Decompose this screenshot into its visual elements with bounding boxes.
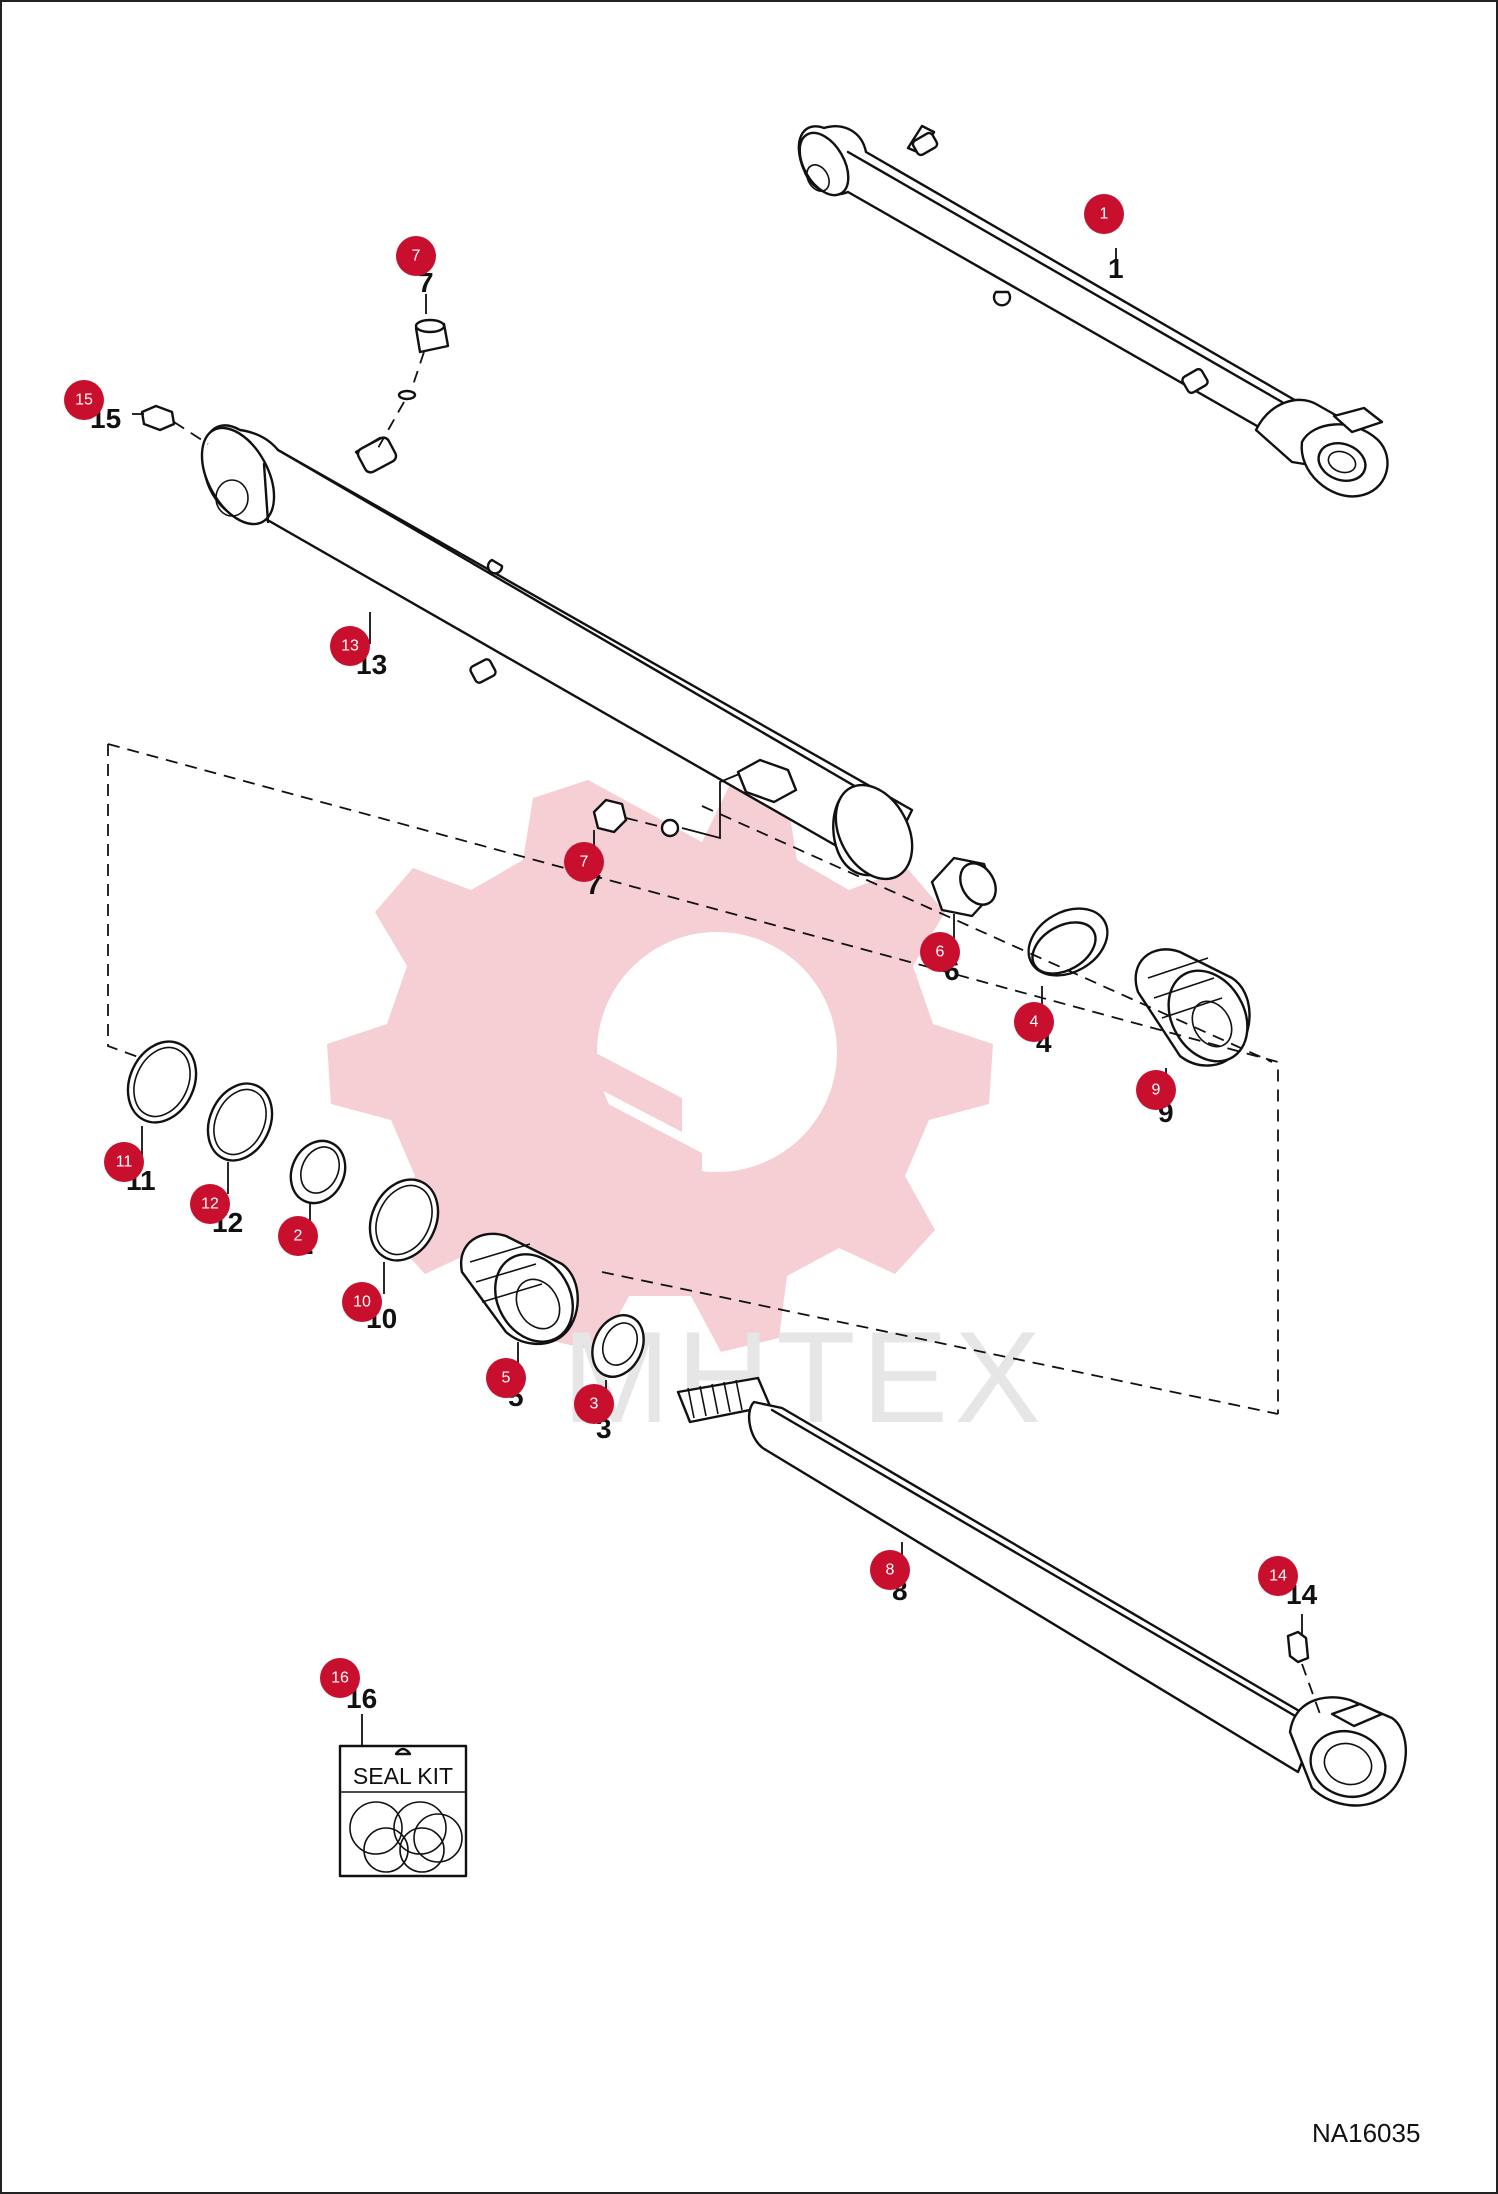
piston-9 (1134, 948, 1251, 1067)
svg-text:6: 6 (936, 944, 945, 961)
badge-8[interactable]: 8 (870, 1550, 910, 1590)
seal-kit-label: SEAL KIT (353, 1763, 453, 1789)
badge-16[interactable]: 16 (320, 1658, 360, 1698)
seal-12 (206, 1082, 274, 1162)
badge-10[interactable]: 10 (342, 1282, 382, 1322)
svg-text:11: 11 (116, 1154, 133, 1171)
svg-text:14: 14 (1269, 1568, 1287, 1585)
svg-text:10: 10 (353, 1294, 371, 1311)
svg-text:13: 13 (341, 638, 359, 655)
fitting-14 (1286, 1630, 1321, 1715)
badge-7-middle[interactable]: 7 (564, 842, 604, 882)
svg-text:7: 7 (412, 248, 421, 265)
badge-4[interactable]: 4 (1014, 1002, 1054, 1042)
assembly-path (107, 743, 1279, 1415)
label-1: 1 (1108, 253, 1124, 284)
seal-11 (126, 1040, 198, 1124)
barrel-tube (200, 424, 914, 881)
rod-8 (676, 1376, 1407, 1807)
seal-10 (368, 1178, 440, 1262)
badge-2[interactable]: 2 (278, 1216, 318, 1256)
fitting-7-middle (592, 758, 798, 840)
badge-12[interactable]: 12 (190, 1184, 230, 1224)
svg-text:4: 4 (1030, 1014, 1039, 1031)
svg-text:16: 16 (331, 1670, 349, 1687)
gland-5 (459, 1232, 579, 1346)
seal-kit-16: SEAL KIT (338, 1714, 468, 1878)
fitting-7-top (377, 318, 450, 449)
badge-11[interactable]: 11 (104, 1142, 144, 1182)
svg-text:9: 9 (1152, 1082, 1161, 1099)
fitting-15 (132, 404, 209, 445)
assembled-cylinder (797, 124, 1389, 498)
seal-2 (289, 1139, 347, 1205)
svg-text:1: 1 (1100, 206, 1109, 223)
svg-text:5: 5 (502, 1370, 511, 1387)
svg-text:3: 3 (590, 1396, 599, 1413)
svg-text:7: 7 (580, 854, 589, 871)
svg-text:2: 2 (294, 1228, 303, 1245)
ring-4 (1027, 907, 1109, 977)
svg-text:15: 15 (75, 392, 93, 409)
badge-3[interactable]: 3 (574, 1384, 614, 1424)
svg-text:8: 8 (886, 1562, 895, 1579)
badge-6[interactable]: 6 (920, 932, 960, 972)
nut-6 (930, 856, 997, 918)
badge-15[interactable]: 15 (64, 380, 104, 420)
callout-badges: 1 2 3 4 5 6 7 7 8 9 10 11 12 13 14 15 16 (64, 194, 1298, 1698)
badge-1[interactable]: 1 (1084, 194, 1124, 234)
figure-code: NA16035 (1312, 2118, 1420, 2148)
badge-13[interactable]: 13 (330, 626, 370, 666)
watermark-speed-lines (452, 978, 712, 1237)
svg-text:12: 12 (201, 1196, 219, 1213)
wiper-3 (591, 1314, 645, 1378)
badge-7-top[interactable]: 7 (396, 236, 436, 276)
badge-9[interactable]: 9 (1136, 1070, 1176, 1110)
badge-14[interactable]: 14 (1258, 1556, 1298, 1596)
badge-5[interactable]: 5 (486, 1358, 526, 1398)
